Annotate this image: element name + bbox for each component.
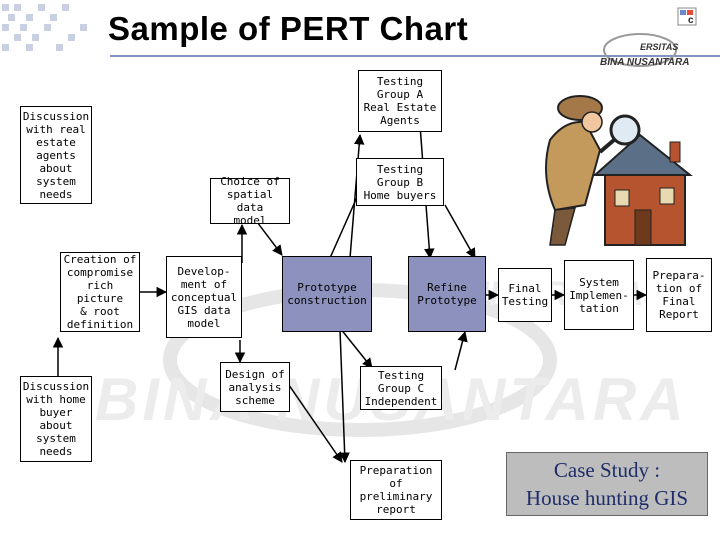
page-title: Sample of PERT Chart [108,10,469,47]
node-preparation-preliminary: Preparation of preliminary report [350,460,442,520]
node-creation-compromise: Creation of compromise rich picture & ro… [60,252,140,332]
decorative-squares-icon [2,4,87,51]
node-label: Design of analysis scheme [225,367,285,407]
node-final-testing: Final Testing [498,268,552,322]
node-label: Preparation of preliminary report [359,464,433,516]
case-study-label: Case Study : House hunting GIS [506,452,708,516]
node-label: Testing Group A Real Estate Agents [363,75,437,127]
node-discussion-home-buyer: Discussion with home buyer about system … [20,376,92,462]
node-design-analysis: Design of analysis scheme [220,362,290,412]
node-testing-a: Testing Group A Real Estate Agents [358,70,442,132]
edge-testing-c-to-refine [454,330,468,371]
logo-text-bottom: BINA NUSANTARA [600,57,689,68]
title-underline [110,55,720,57]
edge-design-to-preliminary [281,374,343,463]
node-label: System Implemen- tation [569,275,629,315]
node-label: Choice of spatial data model [220,175,280,227]
node-label: Creation of compromise rich picture & ro… [63,253,137,331]
node-label: Final Testing [501,282,549,308]
node-discussion-real-estate: Discussion with real estate agents about… [20,106,92,204]
university-logo-icon: c ERSITAS BINA NUSANTARA [600,7,697,68]
node-label: Testing Group B Home buyers [363,162,437,202]
node-label: Prototype construction [287,281,367,307]
node-preparation-final: Prepara- tion of Final Report [646,258,712,332]
node-prototype-construction: Prototype construction [282,256,372,332]
node-system-implementation: System Implemen- tation [564,260,634,330]
node-label: Testing Group C Independent [364,368,438,408]
detective-house-illustration-icon [545,95,693,246]
edge-testing-b-to-refine [444,204,476,259]
node-label: Discussion with real estate agents about… [22,109,90,201]
node-label: Refine Prototype [417,281,477,307]
node-refine-prototype: Refine Prototype [408,256,486,332]
node-development-conceptual: Develop- ment of conceptual GIS data mod… [166,256,242,338]
node-label: Develop- ment of conceptual GIS data mod… [170,264,238,330]
node-label: Discussion with home buyer about system … [22,380,90,458]
logo-badge-letter: c [688,15,694,26]
node-choice-spatial: Choice of spatial data model [210,175,290,227]
edge-prototype-to-preliminary [339,329,350,464]
node-testing-b: Testing Group B Home buyers [356,158,444,206]
edge-prototype-to-testing-c [339,327,373,369]
node-label: Prepara- tion of Final Report [652,269,706,321]
edge-prototype-to-testing-a [349,133,365,259]
node-testing-c: Testing Group C Independent [360,366,442,410]
logo-text-top: ERSITAS [640,42,678,52]
